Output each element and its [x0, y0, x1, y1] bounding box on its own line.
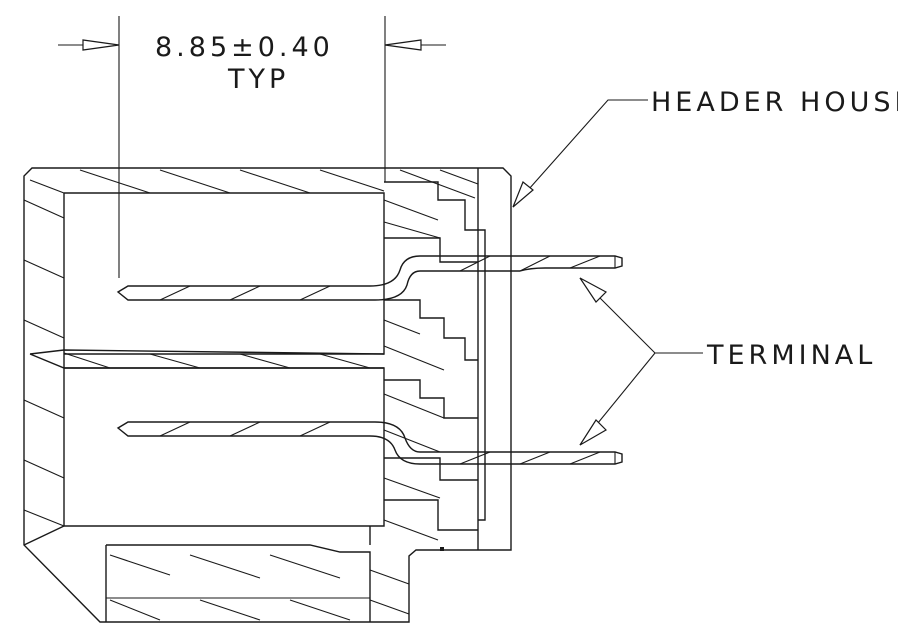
terminal-lower-body — [116, 421, 623, 465]
terminal-leader-arrow-upper-icon — [579, 277, 607, 303]
housing-leader-line — [512, 99, 648, 208]
hatch-wedge — [63, 352, 371, 369]
stepped-profile — [384, 181, 478, 531]
callout-terminal: TERMINAL — [579, 277, 876, 446]
hatch-top — [29, 169, 479, 239]
dimension-arrow-right-icon — [384, 39, 422, 51]
terminal-upper-hatch — [159, 255, 601, 301]
hatch-bottom — [109, 477, 441, 621]
dimension-qualifier: TYP — [227, 64, 289, 95]
housing-right-rib — [478, 229, 486, 521]
hatch-middle — [383, 319, 445, 453]
terminal-upper — [116, 255, 623, 301]
terminal-upper-body — [116, 255, 623, 301]
header-housing — [23, 167, 512, 623]
hatching — [23, 169, 479, 621]
upper-cavity — [64, 192, 385, 355]
marker-dot — [440, 547, 444, 551]
housing-callout-label: HEADER HOUSING — [651, 87, 898, 118]
base-block — [23, 525, 371, 622]
housing-outline — [23, 167, 512, 623]
dimension-value: 8.85±0.40 — [155, 32, 334, 63]
dimension-arrow-left-icon — [82, 39, 120, 51]
hatch-left — [23, 199, 65, 527]
callout-header-housing: HEADER HOUSING — [512, 87, 898, 208]
terminal-lower — [116, 421, 623, 465]
terminal-leader-arrow-lower-icon — [579, 419, 607, 446]
terminal-callout-label: TERMINAL — [706, 340, 876, 371]
terminal-lower-hatch — [159, 421, 601, 465]
dimension-annotation: 8.85±0.40 TYP — [58, 16, 446, 278]
housing-leader-arrow-icon — [512, 181, 534, 208]
lower-cavity — [64, 367, 385, 527]
